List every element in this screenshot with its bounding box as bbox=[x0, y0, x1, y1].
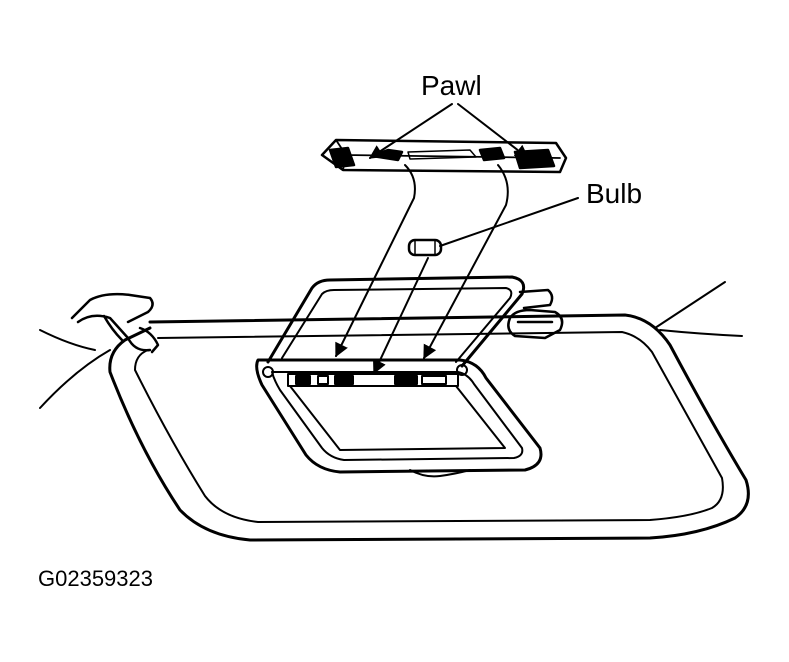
mirror-lid bbox=[266, 275, 526, 368]
figure-id: G02359323 bbox=[38, 566, 153, 591]
sun-visor-body bbox=[108, 313, 750, 542]
lens-cover bbox=[320, 138, 568, 174]
visor-mount-hook bbox=[70, 292, 160, 354]
visor-clip bbox=[507, 288, 564, 340]
headliner-context bbox=[39, 281, 743, 409]
bulb-leader-line bbox=[439, 197, 579, 247]
pawl-leader-lines bbox=[368, 103, 530, 159]
lamp-socket-strip bbox=[262, 364, 468, 387]
pawl-label: Pawl bbox=[421, 70, 482, 101]
installation-guide-lines bbox=[335, 164, 509, 375]
bulb-label: Bulb bbox=[586, 178, 643, 209]
bulb bbox=[407, 238, 443, 257]
